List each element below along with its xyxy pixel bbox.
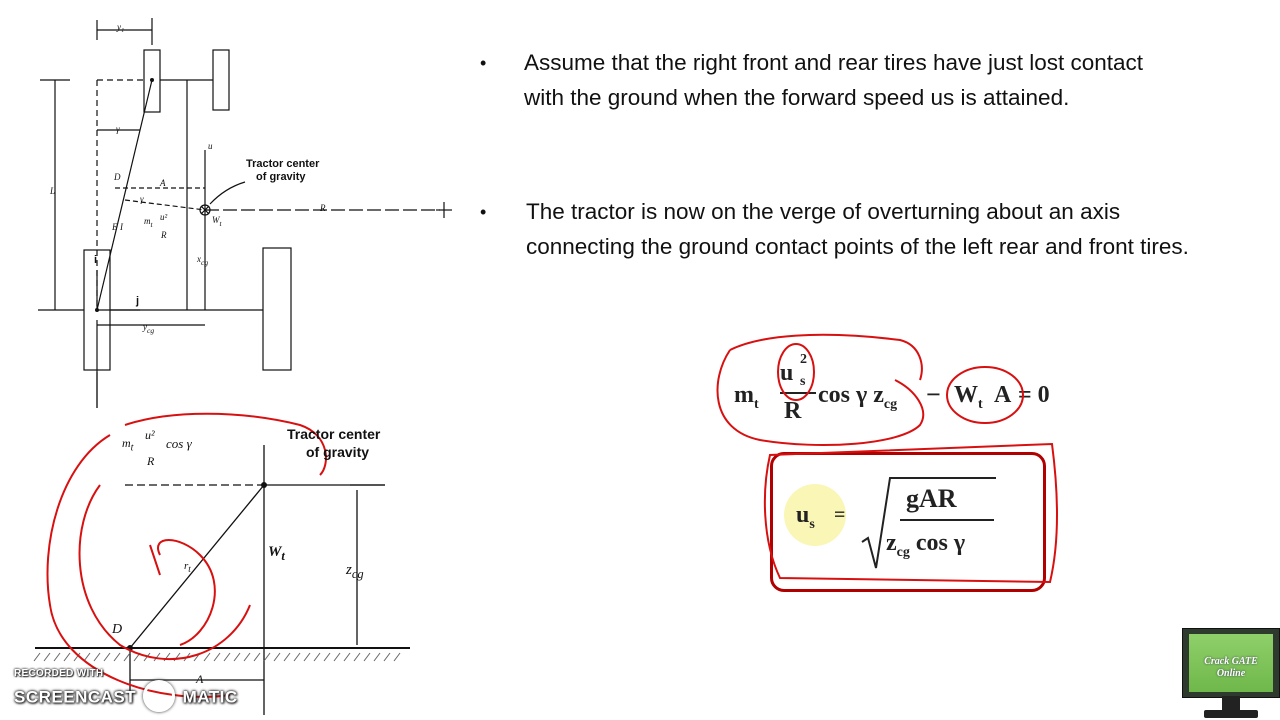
eq1-u-sub: s [800, 374, 806, 389]
r-frac-label: R [161, 230, 167, 240]
bullet-item: • Assume that the right front and rear t… [480, 46, 1184, 115]
i-cap-label: I [120, 222, 123, 232]
ycg-label: ycg [143, 322, 155, 335]
bottom-wt-label: Wt [268, 544, 285, 563]
logo-line1: Crack GATE [1204, 656, 1258, 667]
eq2-equals: = [834, 504, 846, 526]
eq2-denominator: zcg cos γ [886, 530, 966, 560]
eq2-numerator: gAR [906, 484, 957, 513]
equation-overturn-moment: mt u 2 s R cos γ zcg − Wt A = 0 [720, 330, 1100, 440]
bottom-r-label: R [147, 454, 155, 468]
screencast-watermark: RECORDED WITH SCREENCAST MATIC [14, 664, 237, 714]
bullet-text: The tractor is now on the verge of overt… [526, 199, 1189, 259]
bullet-dot: • [480, 202, 487, 222]
record-icon [143, 680, 176, 712]
u-label: u [208, 141, 213, 151]
cg-label-top-1: Tractor center [246, 158, 320, 170]
cursor-highlight [784, 484, 846, 546]
tractor-side-view-diagram [33, 412, 410, 715]
eq1-a: A [994, 382, 1012, 408]
cg-label-bottom-1: Tractor center [287, 426, 381, 442]
eq1-cos: cos γ zcg [818, 382, 898, 412]
red-annotations [716, 333, 1058, 584]
equation-critical-speed-box [770, 452, 1046, 592]
logo-line2: Online [1216, 668, 1246, 679]
e-label: E [112, 222, 118, 232]
right-rear-tire [262, 247, 292, 371]
mass-label: mt [144, 216, 153, 229]
l-label: L [50, 186, 56, 196]
bottom-zcg-label: zcg [346, 562, 364, 581]
cg-label-top-2: of gravity [256, 171, 306, 183]
gamma-label: γ [140, 194, 144, 204]
right-front-tire [212, 49, 230, 111]
wt-label: Wt [212, 215, 222, 228]
bullet-item: • The tractor is now on the verge of ove… [480, 195, 1198, 264]
eq2-u: us [796, 502, 815, 532]
monitor-logo-icon: Crack GATE Online [1182, 628, 1280, 720]
r-label: R [320, 203, 326, 213]
left-front-tire [143, 49, 161, 113]
bottom-cos-label: cos γ [166, 436, 192, 451]
bottom-a-label: A [196, 672, 204, 686]
eq1-minus: − [926, 380, 941, 409]
bullet-text: Assume that the right front and rear tir… [524, 50, 1144, 110]
watermark-line2: SCREENCAST MATIC [14, 680, 238, 714]
eq2-sqrt-sign [861, 477, 996, 569]
xcg-label: xcg [197, 254, 209, 267]
watermark-line1: RECORDED WITH [14, 668, 104, 679]
tractor-top-view-diagram [38, 18, 452, 408]
cg-label-bottom-2: of gravity [306, 444, 370, 460]
a-label: A [160, 178, 166, 188]
eq1-r: R [784, 398, 802, 424]
bottom-u2-label: u² [145, 428, 155, 442]
bullet-dot: • [480, 53, 487, 73]
eq1-u-sup: 2 [800, 352, 807, 367]
eq1-m: mt [734, 382, 759, 412]
y1-label: y₁ [117, 22, 125, 32]
eq1-wt: Wt [954, 382, 983, 412]
d-label: D [114, 172, 121, 182]
bottom-d-label: D [112, 622, 123, 637]
gamma-dim-label: γ [116, 124, 120, 134]
eq1-u: u [780, 360, 794, 386]
u2-label: u² [160, 212, 168, 222]
eq1-fraction-bar [780, 392, 816, 394]
bottom-mass-label: mt [122, 436, 134, 454]
bottom-rt-label: rt [184, 560, 191, 575]
i-unit-label: i [94, 254, 98, 266]
j-unit-label: j [136, 295, 140, 307]
